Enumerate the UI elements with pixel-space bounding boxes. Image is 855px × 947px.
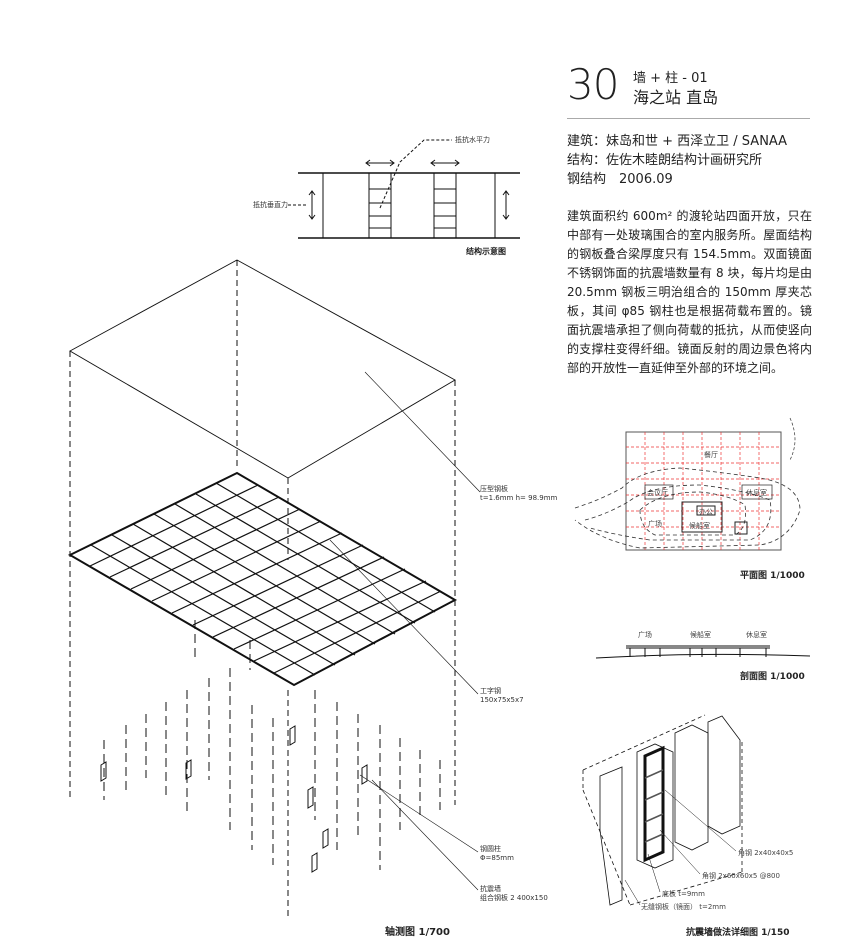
plan-room-waiting: 候船室 [689, 522, 710, 530]
section-caption: 剖面图 1/1000 [740, 672, 805, 682]
category-subtitle: 墙 + 柱 - 01 [633, 71, 708, 86]
schematic-caption: 结构示意图 [466, 247, 506, 256]
steel-deck-grid [67, 471, 458, 687]
structure-line: 结构：佐佐木睦朗结构计画研究所 [567, 153, 763, 168]
detail-mirror-label: 无缝钢板（镜面） t=2mm [641, 903, 726, 911]
plan-room-plaza: 广场 [648, 520, 662, 528]
columns [103, 620, 441, 870]
section-label-waiting: 候船室 [690, 631, 711, 639]
description-paragraph: 建筑面积约 600m² 的渡轮站四面开放，只在中部有一处玻璃围合的室内服务所。屋… [567, 209, 812, 375]
type-year-line: 钢结构 2006.09 [567, 172, 673, 187]
plan-caption: 平面图 1/1000 [740, 571, 805, 581]
schematic-vertical-label: 抵抗垂直力 [253, 201, 288, 209]
detail-angle1-label: 角钢 2x40x40x5 [738, 849, 794, 857]
page-number: 30 [567, 60, 619, 109]
section-label-lounge: 休息室 [746, 631, 767, 639]
plan-room-office: 办公 [699, 508, 713, 516]
detail-base-label: 底板 t=9mm [662, 890, 705, 898]
project-title: 海之站 直岛 [633, 88, 719, 107]
section-label-plaza: 广场 [638, 631, 652, 639]
shear-walls [100, 725, 368, 873]
detail-caption: 抗震墙做法详细图 1/150 [686, 928, 790, 938]
shear-wall-detail [582, 714, 743, 906]
plan-room-meeting: 会议厅 [647, 489, 668, 497]
header-divider [567, 118, 810, 119]
axon-drawing [67, 259, 481, 918]
architect-line: 建筑：妹岛和世 + 西泽立卫 / SANAA [567, 134, 788, 149]
section-drawing [595, 645, 811, 659]
schematic-horizontal-label: 抵抗水平力 [455, 136, 490, 144]
wall-label: 抗震墙组合钢板 2 400x150 [480, 885, 548, 902]
plan-room-restaurant: 餐厅 [704, 451, 718, 459]
site-plan [574, 417, 801, 551]
structure-schematic [288, 139, 520, 239]
plan-room-lounge: 休息室 [746, 489, 767, 497]
axon-caption: 轴测图 1/700 [385, 927, 450, 938]
detail-angle2-label: 角钢 2x60x60x5 @800 [702, 872, 780, 880]
